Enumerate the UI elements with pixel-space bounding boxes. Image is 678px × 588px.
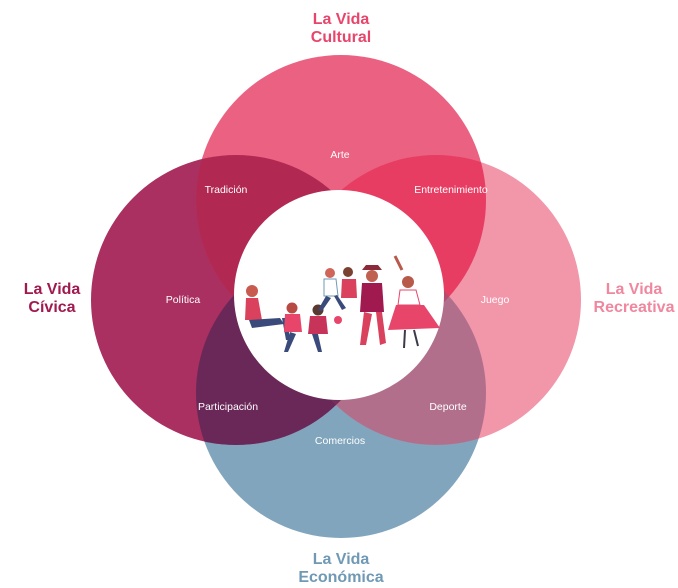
label-economica-line2: Económica	[298, 569, 384, 586]
label-cultural: La Vida Cultural	[291, 11, 391, 47]
label-economica-line1: La Vida	[312, 551, 370, 568]
label-tradicion: Tradición	[205, 184, 248, 196]
label-cultural-line1: La Vida	[312, 11, 370, 28]
label-deporte: Deporte	[429, 401, 467, 413]
label-politica: Política	[166, 294, 201, 306]
label-civica: La Vida Cívica	[12, 281, 92, 317]
people-illustration	[245, 255, 440, 352]
label-civica-line2: Cívica	[28, 299, 76, 316]
label-participacion: Participación	[198, 401, 258, 413]
label-arte: Arte	[330, 149, 349, 161]
label-cultural-line2: Cultural	[310, 29, 372, 46]
label-recreativa: La Vida Recreativa	[590, 281, 678, 317]
label-economica: La Vida Económica	[291, 551, 391, 587]
label-juego: Juego	[481, 294, 510, 306]
label-comercios: Comercios	[315, 435, 365, 447]
label-civica-line1: La Vida	[23, 281, 81, 298]
label-recreativa-line2: Recreativa	[593, 299, 675, 316]
label-entretenimiento: Entretenimiento	[414, 184, 488, 196]
label-recreativa-line1: La Vida	[605, 281, 663, 298]
